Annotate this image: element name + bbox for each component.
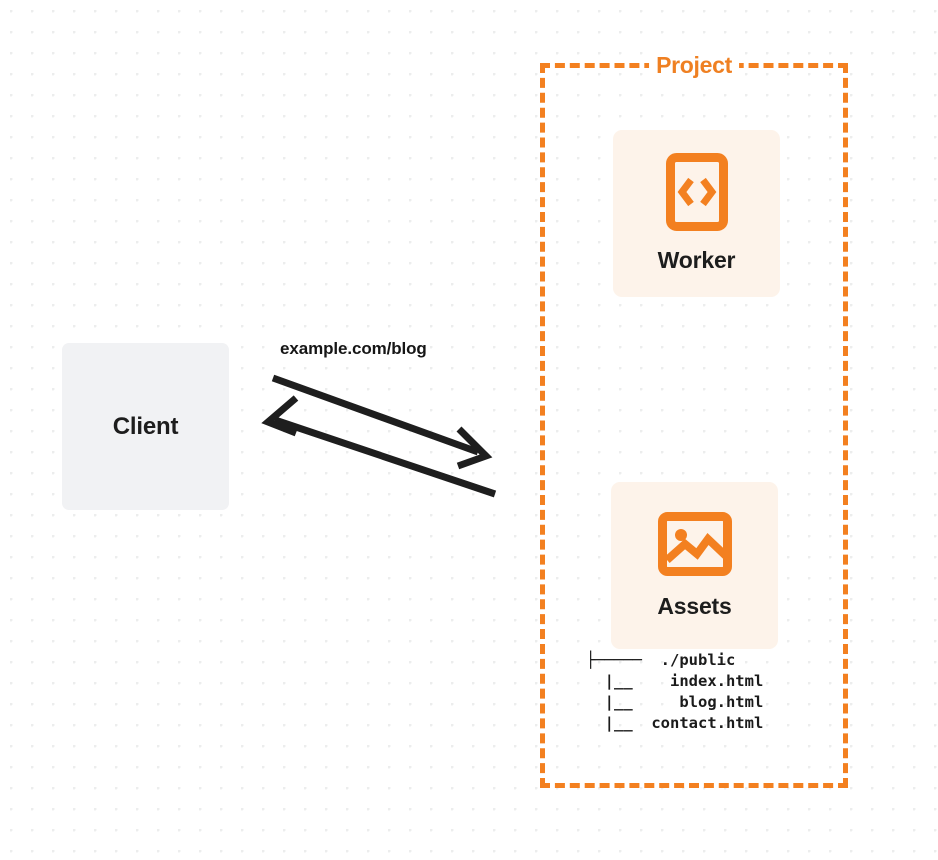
assets-file-tree: ├───── ./public |__ index.html |__ blog.… [586, 651, 764, 732]
client-node-label: Client [112, 412, 179, 440]
assets-node-label: Assets [657, 593, 732, 619]
image-icon [657, 512, 732, 576]
connection-label: example.com/blog [280, 339, 427, 358]
response-arrow [261, 395, 497, 498]
worker-node-label: Worker [657, 247, 736, 273]
request-arrow [271, 374, 493, 470]
code-file-icon [665, 153, 728, 231]
assets-node: Assets [611, 482, 778, 649]
client-node: Client [62, 343, 229, 510]
worker-node: Worker [613, 130, 780, 297]
project-frame-label: Project [649, 52, 739, 79]
project-boundary-frame: Project [540, 52, 848, 788]
